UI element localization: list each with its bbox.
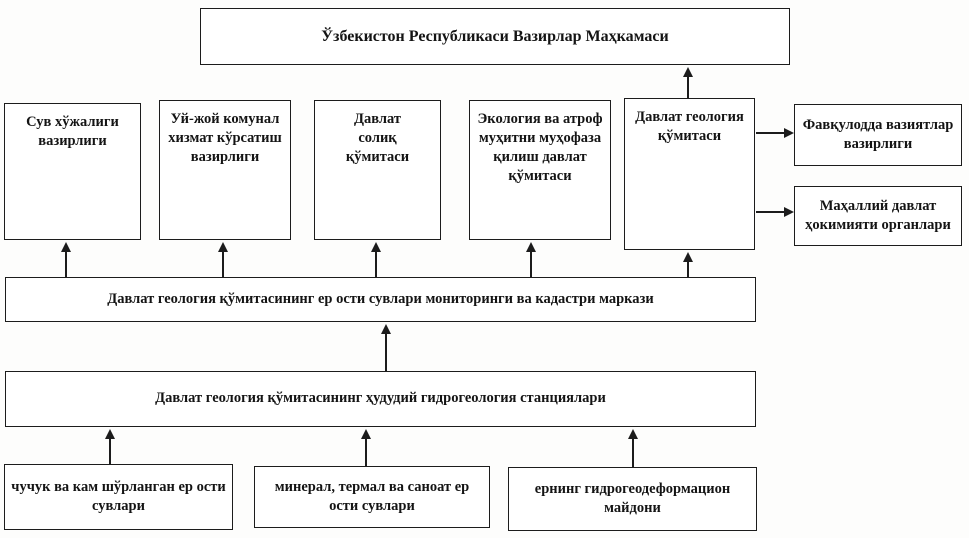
local-government-box: Маҳаллий давлат ҳокимияти органлари xyxy=(794,186,962,246)
arrow-shaft xyxy=(375,250,377,277)
arrow-shaft xyxy=(222,250,224,277)
arrow-head xyxy=(784,128,794,138)
arrow-head xyxy=(371,242,381,252)
arrow-mineral-to-stations xyxy=(360,429,372,466)
mineral-thermal-groundwater-label: минерал, термал ва саноат ер ости сувлар… xyxy=(274,478,470,514)
arrow-shaft xyxy=(385,332,387,371)
arrow-geology-to-cabinet xyxy=(682,67,694,98)
arrow-geology-to-local-government xyxy=(756,206,794,218)
housing-communal-ministry-box: Уй-жой комунал хизмат кўрсатиш вазирлиги xyxy=(159,100,291,240)
water-ministry-label: Сув хўжалиги вазирлиги xyxy=(26,114,119,150)
arrow-shaft xyxy=(756,132,786,134)
geodeformation-field-box: ернинг гидрогеодеформацион майдони xyxy=(508,467,757,531)
arrow-geology-to-emergency-ministry xyxy=(756,127,794,139)
arrow-head xyxy=(105,429,115,439)
tax-committee-label: Давлат солиқ қўмитаси xyxy=(345,111,410,166)
arrow-head xyxy=(526,242,536,252)
tax-committee-box: Давлат солиқ қўмитаси xyxy=(314,100,441,240)
local-government-label: Маҳаллий давлат ҳокимияти органлари xyxy=(805,197,951,233)
arrow-center-to-water-ministry xyxy=(60,242,72,277)
ecology-committee-box: Экология ва атроф муҳитни муҳофаза қилиш… xyxy=(469,100,611,240)
arrow-head xyxy=(218,242,228,252)
geodeformation-field-label: ернинг гидрогеодеформацион майдони xyxy=(534,480,731,516)
arrow-shaft xyxy=(65,250,67,277)
hydrogeology-stations-box: Давлат геология қўмитасининг ҳудудий гид… xyxy=(5,371,756,427)
hydrogeology-stations-label: Давлат геология қўмитасининг ҳудудий гид… xyxy=(155,390,606,407)
arrow-shaft xyxy=(365,437,367,466)
cabinet-of-ministers-box: Ўзбекистон Республикаси Вазирлар Маҳкама… xyxy=(200,8,790,65)
arrow-shaft xyxy=(756,211,786,213)
arrow-head xyxy=(361,429,371,439)
mineral-thermal-groundwater-box: минерал, термал ва саноат ер ости сувлар… xyxy=(254,466,490,528)
emergency-ministry-box: Фавқулодда вазиятлар вазирлиги xyxy=(794,104,962,166)
arrow-fresh-to-stations xyxy=(104,429,116,464)
geology-committee-box: Давлат геология қўмитаси xyxy=(624,98,755,250)
monitoring-cadastre-center-box: Давлат геология қўмитасининг ер ости сув… xyxy=(5,277,756,322)
fresh-groundwater-box: чучук ва кам шўрланган ер ости сувлари xyxy=(4,464,233,530)
emergency-ministry-label: Фавқулодда вазиятлар вазирлиги xyxy=(802,116,954,152)
arrow-center-to-tax-committee xyxy=(370,242,382,277)
arrow-head xyxy=(784,207,794,217)
arrow-head xyxy=(683,67,693,77)
arrow-head xyxy=(628,429,638,439)
housing-communal-ministry-label: Уй-жой комунал хизмат кўрсатиш вазирлиги xyxy=(168,111,282,166)
arrow-shaft xyxy=(632,437,634,467)
water-ministry-box: Сув хўжалиги вазирлиги xyxy=(4,103,141,240)
arrow-center-to-geology-committee xyxy=(682,252,694,277)
geology-committee-label: Давлат геология қўмитаси xyxy=(635,109,744,145)
arrow-stations-to-center xyxy=(380,324,392,371)
arrow-shaft xyxy=(687,260,689,277)
arrow-head xyxy=(381,324,391,334)
arrow-geodeformation-to-stations xyxy=(627,429,639,467)
arrow-head xyxy=(61,242,71,252)
arrow-head xyxy=(683,252,693,262)
ecology-committee-label: Экология ва атроф муҳитни муҳофаза қилиш… xyxy=(477,111,603,185)
arrow-shaft xyxy=(109,437,111,464)
cabinet-of-ministers-label: Ўзбекистон Республикаси Вазирлар Маҳкама… xyxy=(321,27,669,45)
arrow-shaft xyxy=(530,250,532,277)
arrow-center-to-housing-ministry xyxy=(217,242,229,277)
monitoring-cadastre-center-label: Давлат геология қўмитасининг ер ости сув… xyxy=(107,290,654,307)
fresh-groundwater-label: чучук ва кам шўрланган ер ости сувлари xyxy=(11,478,226,514)
arrow-center-to-ecology-committee xyxy=(525,242,537,277)
arrow-shaft xyxy=(687,75,689,98)
